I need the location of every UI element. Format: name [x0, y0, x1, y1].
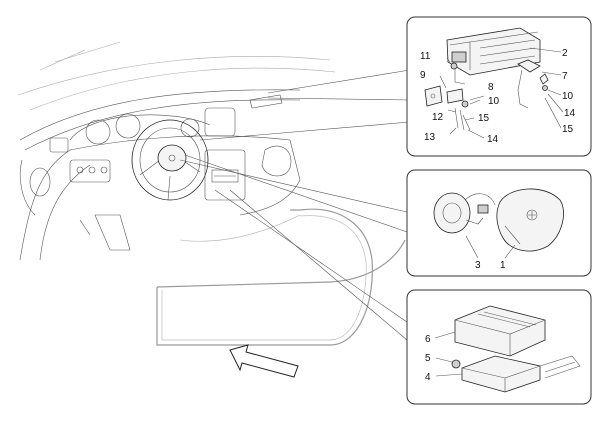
callout-2: 2	[562, 48, 568, 59]
callout-9: 9	[420, 70, 426, 81]
airbag-control-unit-icon	[461, 355, 581, 393]
leader-lines	[179, 69, 411, 341]
callout-14b: 14	[487, 134, 499, 145]
callout-15a: 15	[478, 113, 490, 124]
callout-7: 7	[562, 71, 568, 82]
passenger-airbag-panel	[406, 16, 592, 157]
clock-spring-icon	[433, 192, 496, 259]
passenger-airbag-icon	[446, 27, 541, 85]
callout-3: 3	[475, 260, 481, 271]
callout-5: 5	[425, 353, 431, 364]
control-unit-panel	[406, 289, 592, 405]
callout-15b: 15	[562, 124, 574, 135]
dashboard-sketch	[17, 41, 336, 261]
callout-6: 6	[425, 334, 431, 345]
callout-10b: 10	[562, 91, 574, 102]
steering-airbag-panel	[406, 169, 592, 277]
routing-outline	[156, 208, 373, 346]
callout-8: 8	[488, 82, 494, 93]
callout-12: 12	[432, 112, 444, 123]
callout-11: 11	[420, 51, 431, 62]
callout-14a: 14	[564, 108, 576, 119]
steering-airbag-icon	[496, 188, 564, 259]
callout-10a: 10	[488, 96, 500, 107]
callout-1: 1	[500, 260, 506, 271]
callout-13: 13	[424, 132, 436, 143]
callout-4: 4	[425, 372, 431, 383]
callout-labels: 11 2 9 7 8 10 10 14 12 15 15 13 14 3 1 6…	[420, 48, 576, 383]
arrow-icon	[229, 344, 299, 378]
